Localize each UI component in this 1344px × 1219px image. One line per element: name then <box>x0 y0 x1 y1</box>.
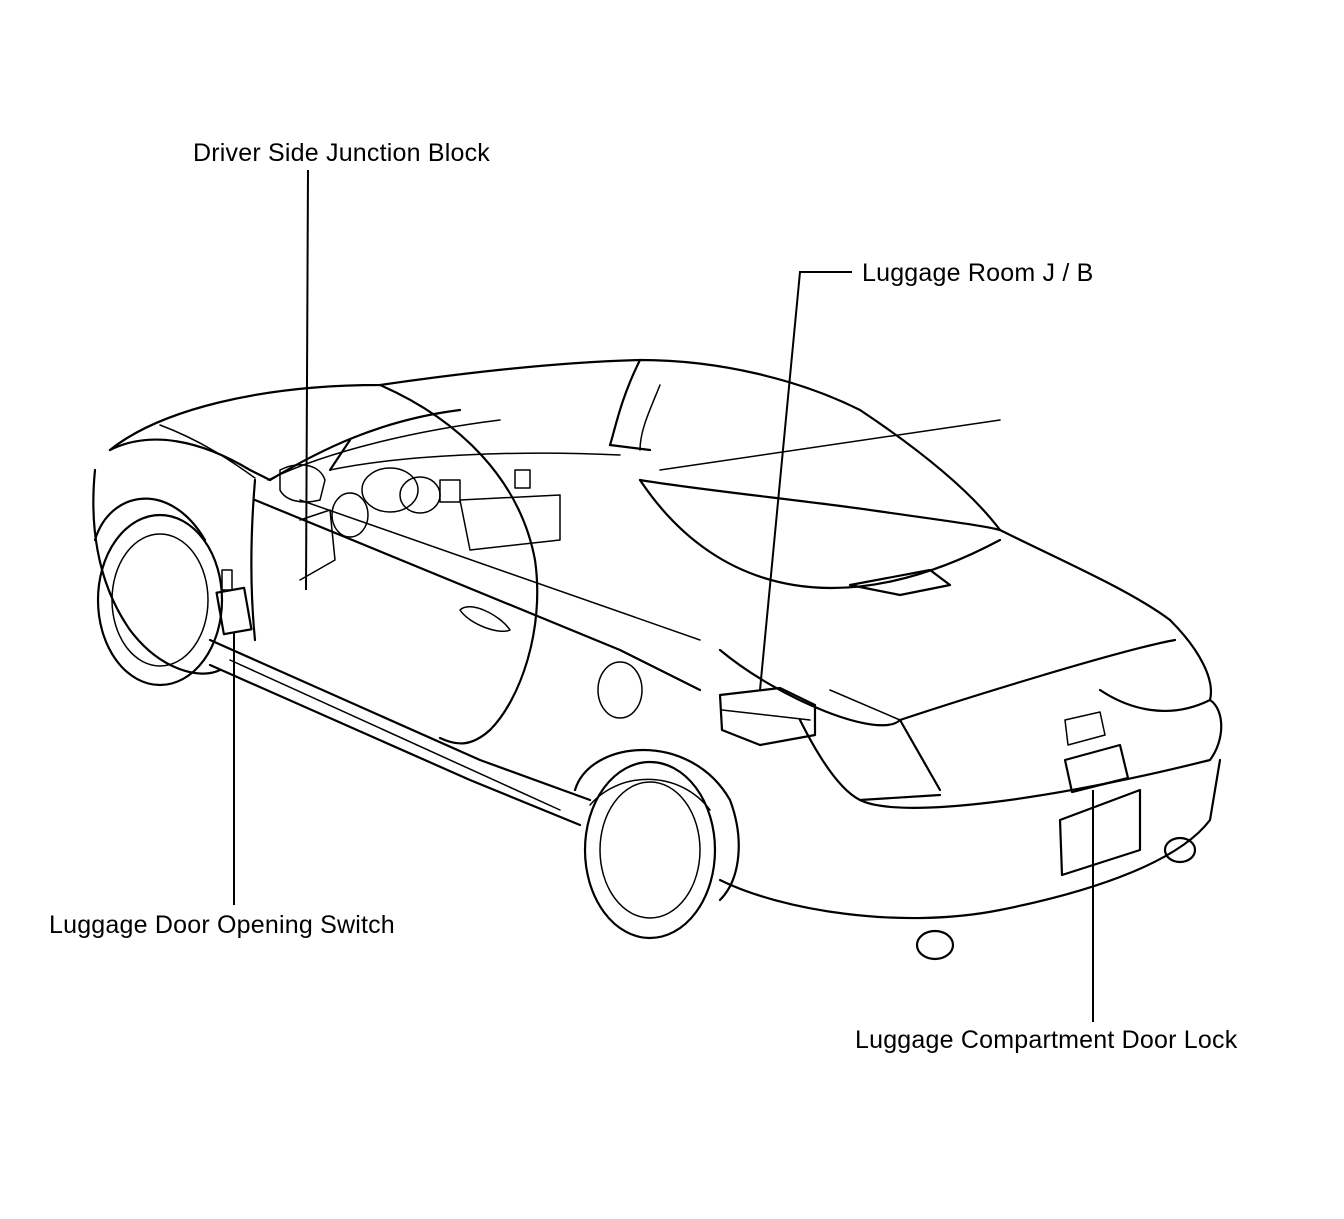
leader-driver-side-junction-block <box>305 169 309 591</box>
leader-luggage-room-jb <box>759 271 852 691</box>
label-luggage-door-opening-switch: Luggage Door Opening Switch <box>49 911 395 939</box>
label-driver-side-junction-block: Driver Side Junction Block <box>193 139 490 167</box>
label-luggage-compartment-door-lock: Luggage Compartment Door Lock <box>855 1026 1238 1054</box>
leader-lines <box>233 169 1094 1022</box>
label-luggage-room-jb: Luggage Room J / B <box>862 259 1094 287</box>
car-body <box>92 358 1223 961</box>
